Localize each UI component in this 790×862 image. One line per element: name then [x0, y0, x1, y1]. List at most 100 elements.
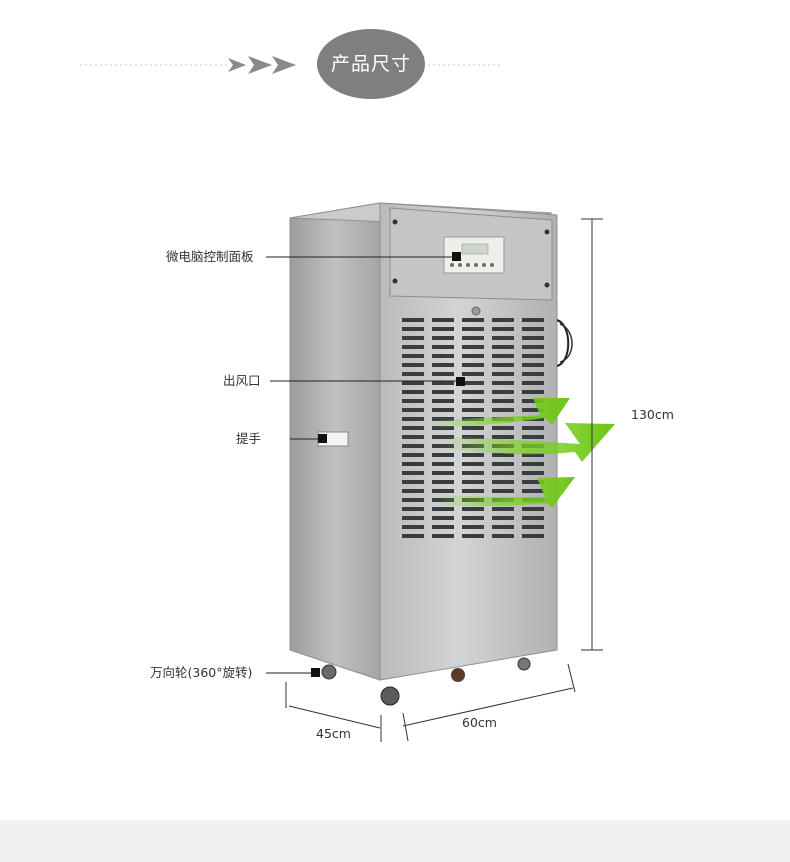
vent-slot	[522, 336, 544, 340]
vent-slot	[432, 471, 454, 475]
vent-slot	[402, 363, 424, 367]
caster-label: 万向轮(360°旋转)	[150, 665, 253, 680]
vent-slot	[462, 435, 484, 439]
vent-slot	[492, 516, 514, 520]
vent-slot	[432, 354, 454, 358]
vent-slot	[492, 525, 514, 529]
vent-slot	[432, 489, 454, 493]
airflow-arrows-icon	[430, 398, 615, 508]
vent-slot	[492, 462, 514, 466]
lock-icon	[471, 306, 481, 316]
marker-control-panel	[452, 252, 461, 261]
vent-slot	[492, 318, 514, 322]
vent-slot	[492, 372, 514, 376]
dehumidifier-illustration	[266, 202, 615, 742]
vent-slot	[402, 426, 424, 430]
dimension-lines	[285, 218, 603, 742]
vent-slot	[462, 471, 484, 475]
vent-slot	[432, 426, 454, 430]
vent-slot	[462, 507, 484, 511]
vent-slot	[522, 390, 544, 394]
vent-slot	[522, 435, 544, 439]
vent-slot	[462, 390, 484, 394]
vent-slot	[402, 345, 424, 349]
vent-slot	[402, 498, 424, 502]
vent-slot	[432, 399, 454, 403]
power-cord	[559, 323, 573, 363]
vent-slot	[492, 480, 514, 484]
vent-slot	[432, 507, 454, 511]
vent-slot	[522, 408, 544, 412]
vent-slot	[492, 381, 514, 385]
vent-slot	[492, 354, 514, 358]
vent-slot	[432, 417, 454, 421]
vent-slot	[492, 489, 514, 493]
vent-slot	[402, 336, 424, 340]
air-outlet-label: 出风口	[223, 373, 261, 388]
vent-slot	[432, 372, 454, 376]
vent-slot	[402, 354, 424, 358]
vent-slot	[462, 480, 484, 484]
vent-slot	[402, 390, 424, 394]
vent-slot	[432, 408, 454, 412]
vent-slot	[432, 516, 454, 520]
marker-caster	[311, 668, 320, 677]
callout-markers	[311, 252, 465, 677]
section-title: 产品尺寸	[317, 29, 425, 99]
vent-slot	[432, 525, 454, 529]
vent-slot	[462, 426, 484, 430]
vent-slot	[522, 453, 544, 457]
caster-wheel-icon	[517, 657, 531, 671]
vent-slot	[492, 507, 514, 511]
vent-slot	[522, 381, 544, 385]
screw-icon	[392, 219, 398, 225]
product-figure: 微电脑控制面板 出风口 提手 万向轮(360°旋转) 130cm 45cm 60…	[0, 130, 790, 820]
vent-slot	[462, 318, 484, 322]
header-decoration	[80, 56, 500, 74]
width-dimension-value: 60cm	[462, 715, 497, 730]
vent-slot	[522, 525, 544, 529]
vent-slot	[462, 453, 484, 457]
vent-slot	[522, 471, 544, 475]
vent-slot	[432, 390, 454, 394]
vent-slot	[402, 408, 424, 412]
vent-slot	[462, 489, 484, 493]
vent-slot	[432, 381, 454, 385]
vent-slot	[522, 426, 544, 430]
vent-slot	[492, 426, 514, 430]
vent-slot	[402, 516, 424, 520]
vent-slot	[402, 507, 424, 511]
vent-slot	[522, 507, 544, 511]
vent-slot	[522, 363, 544, 367]
power-cord	[556, 319, 570, 367]
vent-slot	[522, 327, 544, 331]
vent-slot	[432, 534, 454, 538]
vent-slot	[432, 453, 454, 457]
depth-dimension-value: 45cm	[316, 726, 351, 741]
vent-slot	[462, 525, 484, 529]
vent-slot	[432, 336, 454, 340]
height-dimension-value: 130cm	[631, 407, 674, 422]
vent-slot	[402, 471, 424, 475]
vent-slot	[462, 408, 484, 412]
vent-slot	[432, 345, 454, 349]
depth-dimension-line	[288, 705, 381, 729]
vent-slot	[492, 435, 514, 439]
vent-slot	[522, 372, 544, 376]
vent-slot	[492, 336, 514, 340]
vent-slot	[522, 354, 544, 358]
vent-slot	[432, 363, 454, 367]
vent-slot	[492, 327, 514, 331]
width-dimension-line	[402, 687, 574, 727]
vent-slot	[492, 534, 514, 538]
vent-slot	[402, 462, 424, 466]
vent-slot	[402, 453, 424, 457]
vent-slot	[462, 381, 484, 385]
vent-slot	[462, 462, 484, 466]
vent-slot	[492, 471, 514, 475]
vent-slot	[522, 345, 544, 349]
vent-slot	[402, 534, 424, 538]
vent-slot	[492, 408, 514, 412]
vent-slot	[402, 480, 424, 484]
screw-icon	[392, 278, 398, 284]
